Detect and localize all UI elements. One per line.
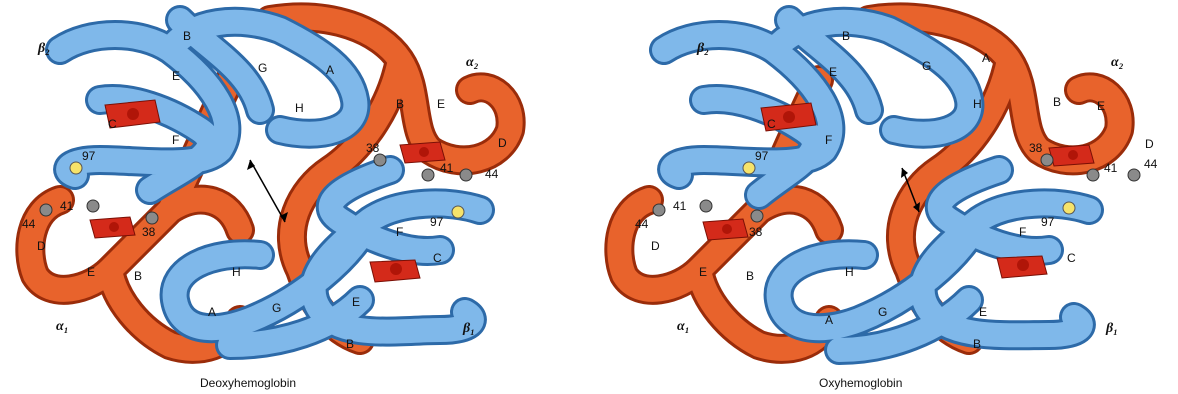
helix-label: A xyxy=(982,51,990,65)
deoxyhemoglobin-panel: β₂ α₂ α₁ β₁ B E G A H C F B E D D E B H … xyxy=(0,0,589,394)
oxy-diagram: β₂ α₂ α₁ β₁ B E G A H C F B E D D E B H … xyxy=(589,0,1178,394)
helix-label: H xyxy=(973,97,982,111)
helix-label: G xyxy=(272,301,281,315)
chain-label-alpha2: α₂ xyxy=(466,55,479,70)
helix-label: B xyxy=(346,337,354,351)
residue-number: 41 xyxy=(440,161,454,175)
residue-number: 97 xyxy=(82,149,96,163)
heme-group xyxy=(703,219,748,240)
helix-label: E xyxy=(1097,99,1105,113)
residue-number: 41 xyxy=(673,199,687,213)
helix-label: E xyxy=(172,69,180,83)
residue-marker xyxy=(743,162,755,174)
helix-label: F xyxy=(825,133,832,147)
helix-label: B xyxy=(183,29,191,43)
helix-label: F xyxy=(1019,225,1026,239)
residue-marker xyxy=(653,204,665,216)
residue-marker xyxy=(1063,202,1075,214)
helix-label: E xyxy=(979,305,987,319)
residue-number: 44 xyxy=(635,217,649,231)
residue-marker xyxy=(1087,169,1099,181)
residue-number: 41 xyxy=(1104,161,1118,175)
chain-label-beta1: β₁ xyxy=(462,321,475,336)
helix-label: E xyxy=(352,295,360,309)
helix-label: D xyxy=(498,136,507,150)
residue-marker xyxy=(146,212,158,224)
helix-label: G xyxy=(922,59,931,73)
residue-number: 97 xyxy=(430,215,444,229)
helix-label: C xyxy=(1067,251,1076,265)
helix-label: A xyxy=(326,63,334,77)
helix-label: B xyxy=(134,269,142,283)
helix-label: B xyxy=(842,29,850,43)
oxyhemoglobin-panel: β₂ α₂ α₁ β₁ B E G A H C F B E D D E B H … xyxy=(589,0,1178,394)
residue-number: 44 xyxy=(22,217,36,231)
residue-marker xyxy=(40,204,52,216)
heme-group xyxy=(1049,145,1094,166)
residue-number: 44 xyxy=(1144,157,1158,171)
helix-label: F xyxy=(172,133,179,147)
helix-label: E xyxy=(87,265,95,279)
caption-oxyhemoglobin: Oxyhemoglobin xyxy=(819,376,902,390)
heme-group xyxy=(997,256,1047,278)
residue-marker xyxy=(751,210,763,222)
residue-number: 44 xyxy=(485,167,499,181)
chain-label-alpha1: α₁ xyxy=(56,319,69,334)
helix-label: G xyxy=(878,305,887,319)
helix-label: E xyxy=(699,265,707,279)
helix-label: H xyxy=(232,265,241,279)
residue-marker xyxy=(70,162,82,174)
beta2-chain xyxy=(60,20,355,190)
deoxy-diagram: β₂ α₂ α₁ β₁ B E G A H C F B E D D E B H … xyxy=(0,0,589,394)
chain-label-alpha1: α₁ xyxy=(677,319,690,334)
helix-label: F xyxy=(396,225,403,239)
chain-label-beta2: β₂ xyxy=(696,41,709,56)
helix-label: B xyxy=(746,269,754,283)
residue-marker xyxy=(422,169,434,181)
helix-label: B xyxy=(396,97,404,111)
helix-label: D xyxy=(651,239,660,253)
helix-label: C xyxy=(767,117,776,131)
helix-label: E xyxy=(437,97,445,111)
residue-number: 38 xyxy=(366,141,380,155)
residue-number: 38 xyxy=(142,225,156,239)
residue-marker xyxy=(452,206,464,218)
helix-label: H xyxy=(845,265,854,279)
helix-label: E xyxy=(829,65,837,79)
residue-marker xyxy=(87,200,99,212)
residue-marker xyxy=(460,169,472,181)
helix-label: A xyxy=(825,313,833,327)
residue-marker xyxy=(700,200,712,212)
residue-number: 97 xyxy=(755,149,769,163)
residue-number: 38 xyxy=(749,225,763,239)
caption-deoxyhemoglobin: Deoxyhemoglobin xyxy=(200,376,296,390)
helix-label: H xyxy=(295,101,304,115)
chain-label-alpha2: α₂ xyxy=(1111,55,1124,70)
helix-label: B xyxy=(1053,95,1061,109)
helix-label: C xyxy=(433,251,442,265)
residue-number: 41 xyxy=(60,199,74,213)
heme-group xyxy=(400,142,445,163)
helix-label: B xyxy=(973,337,981,351)
helix-label: D xyxy=(37,239,46,253)
chain-label-beta1: β₁ xyxy=(1105,321,1118,336)
helix-label: D xyxy=(1145,137,1154,151)
helix-label: A xyxy=(208,305,216,319)
residue-marker xyxy=(1128,169,1140,181)
helix-label: C xyxy=(108,117,117,131)
residue-number: 97 xyxy=(1041,215,1055,229)
helix-label: G xyxy=(258,61,267,75)
residue-marker xyxy=(374,154,386,166)
heme-group xyxy=(90,217,135,238)
heme-group xyxy=(370,260,420,282)
chain-label-beta2: β₂ xyxy=(37,41,50,56)
residue-marker xyxy=(1041,154,1053,166)
residue-number: 38 xyxy=(1029,141,1043,155)
